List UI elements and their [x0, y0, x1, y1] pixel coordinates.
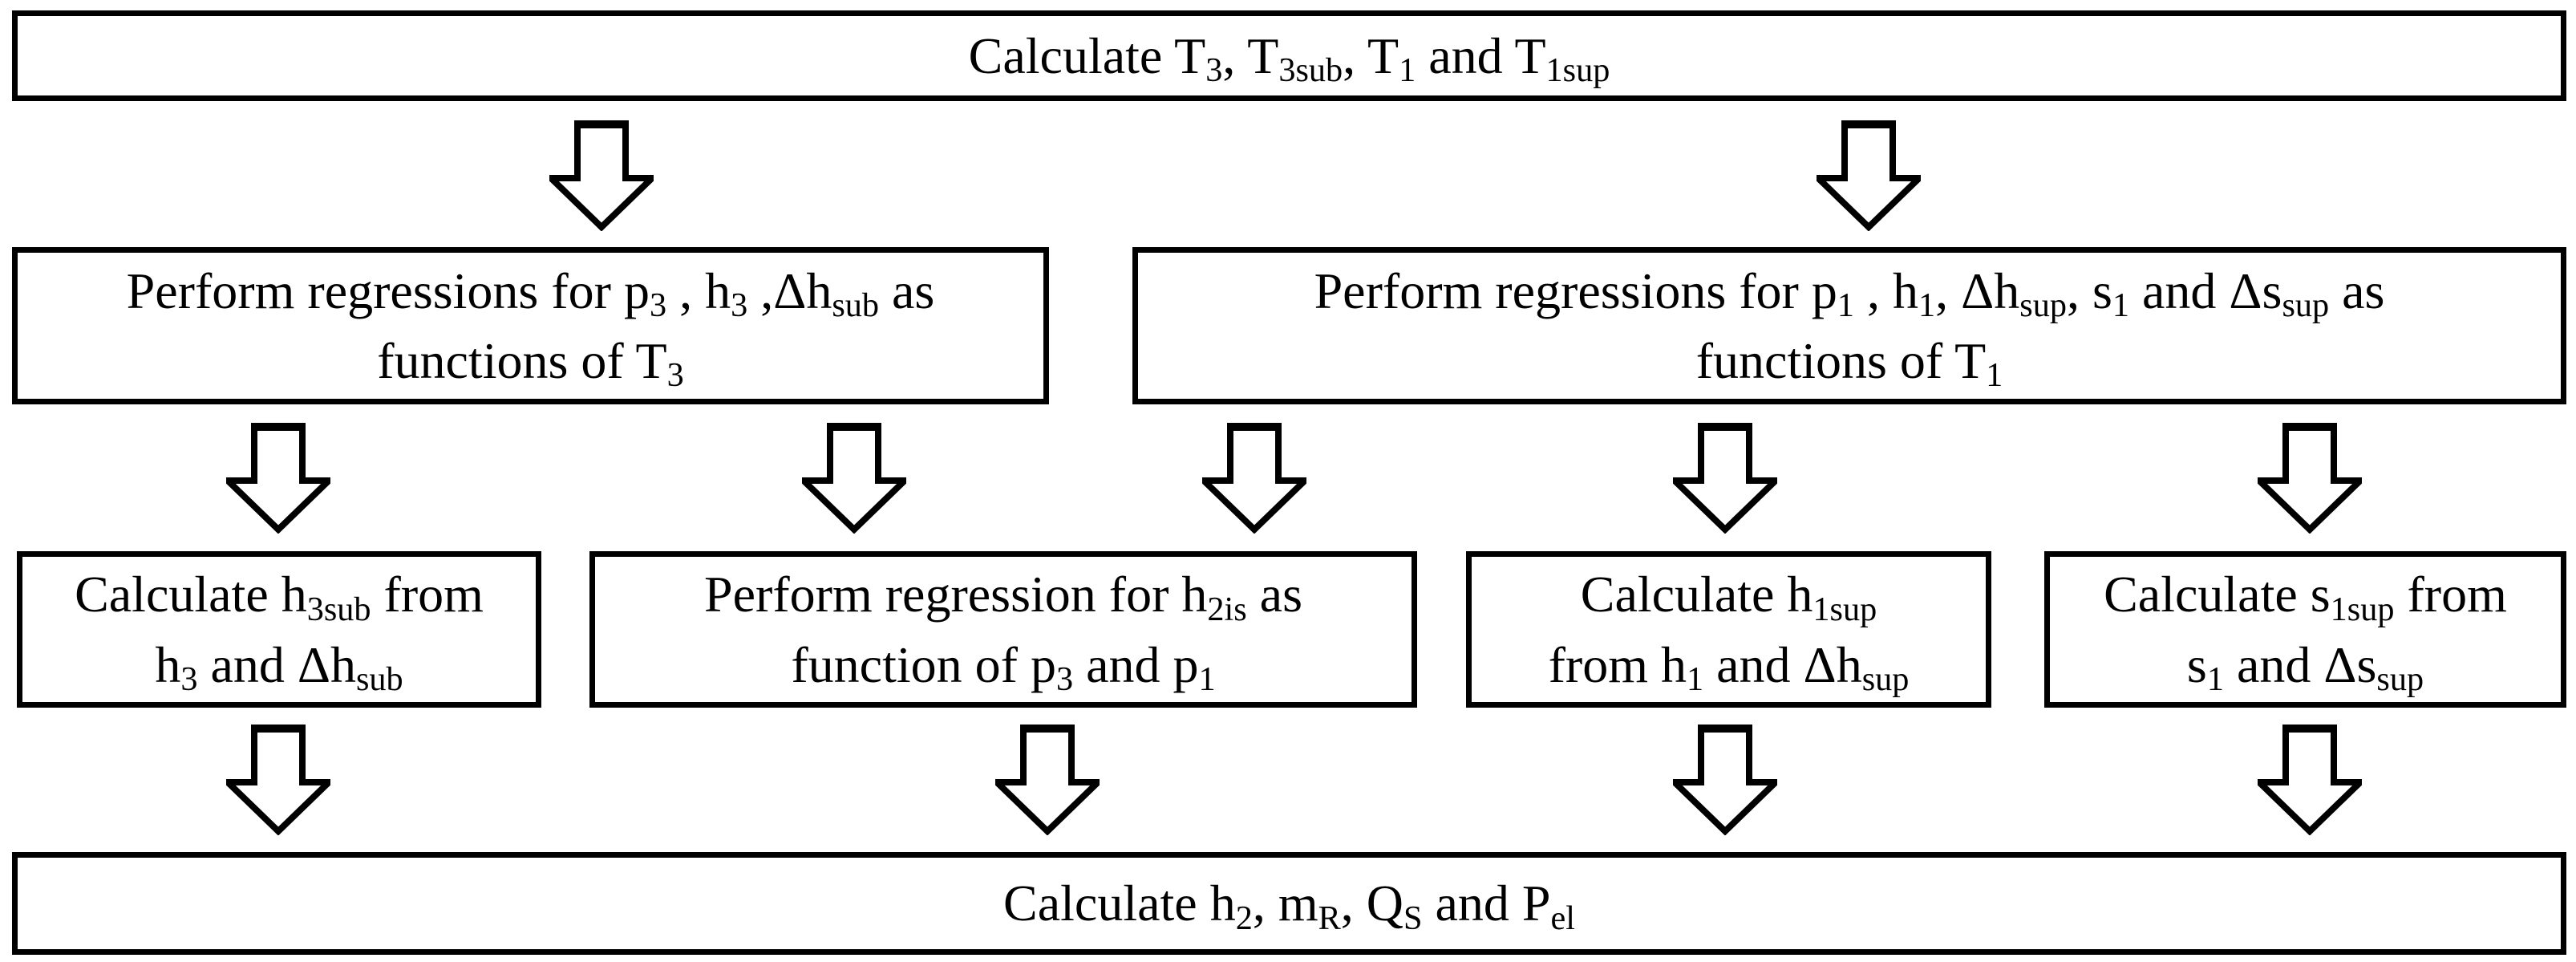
down-arrow-icon — [1673, 725, 1777, 835]
flow-box-label: Calculate h2, mR, QS and Pel — [1003, 875, 1575, 937]
down-arrow-icon — [995, 725, 1100, 835]
flow-box-regressions-t1: Perform regressions for p1 , h1, Δhsup, … — [1132, 247, 2566, 404]
flow-box-label: Calculate T3, T3sub, T1 and T1sup — [968, 26, 1610, 90]
down-arrow-icon — [226, 423, 330, 534]
flow-box-regressions-t3: Perform regressions for p3 , h3 ,Δhsub a… — [12, 247, 1049, 404]
flow-box-calculate-outputs: Calculate h2, mR, QS and Pel — [12, 852, 2566, 955]
down-arrow-icon — [226, 725, 330, 835]
down-arrow-icon — [1673, 423, 1777, 534]
flow-box-calculate-temperatures: Calculate T3, T3sub, T1 and T1sup — [12, 10, 2566, 101]
down-arrow-icon — [1817, 120, 1921, 231]
flow-box-label: Perform regressions for p1 , h1, Δhsup, … — [1314, 262, 2385, 395]
down-arrow-icon — [2258, 423, 2362, 534]
flow-box-label: Perform regressions for p3 , h3 ,Δhsub a… — [126, 262, 935, 395]
down-arrow-icon — [2258, 725, 2362, 835]
down-arrow-icon — [802, 423, 906, 534]
down-arrow-icon — [549, 120, 654, 231]
down-arrow-icon — [1202, 423, 1306, 534]
